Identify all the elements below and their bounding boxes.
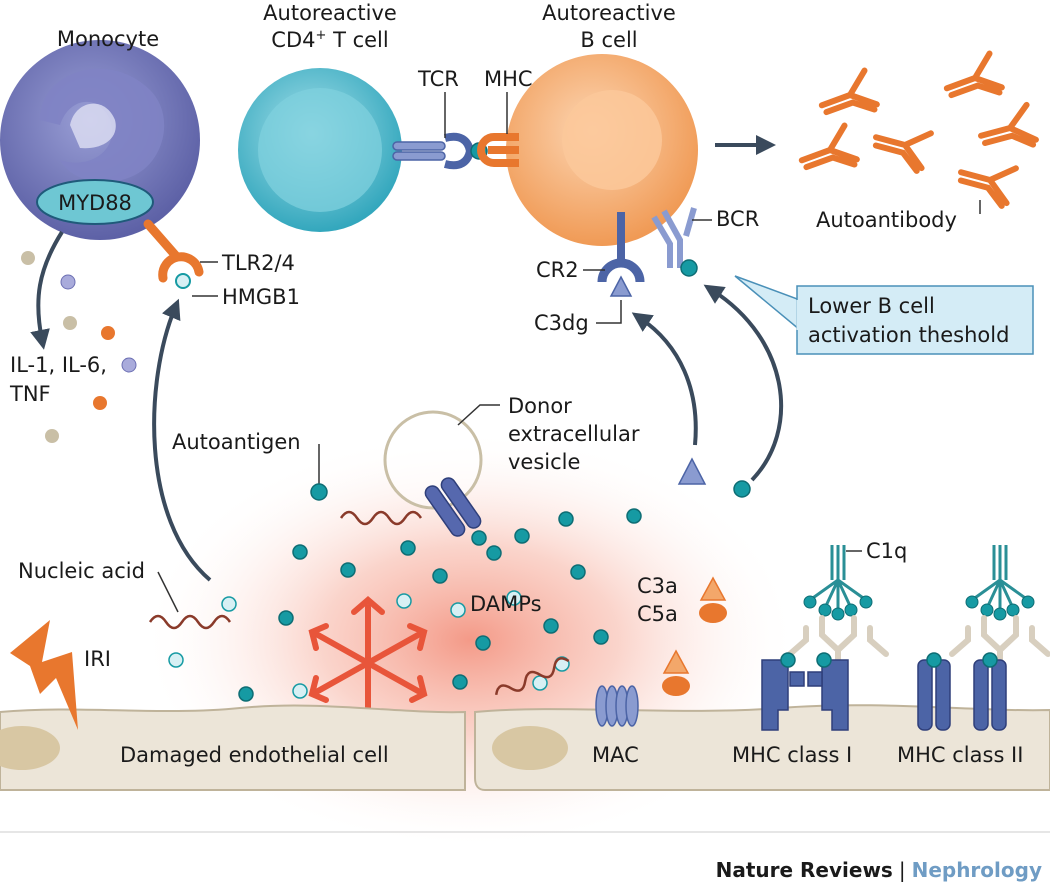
footer-section: Nephrology	[912, 858, 1042, 882]
footer-credit: Nature Reviews|Nephrology	[716, 858, 1042, 882]
hmgb1-dot	[175, 273, 191, 289]
tlr-receptor	[143, 219, 204, 289]
tlr-label: TLR2/4	[221, 251, 295, 275]
cytokine-label-2: TNF	[9, 382, 51, 406]
donor-leader	[457, 404, 500, 426]
nucleic-acid-strands	[148, 510, 570, 696]
autoantigen-label: Autoantigen	[172, 430, 301, 454]
monocyte-cell: MYD88	[0, 40, 200, 240]
iri-lightning-icon	[10, 620, 78, 730]
b-cell-label-1: Autoreactive	[542, 1, 676, 25]
mhc-class1	[761, 659, 849, 731]
bound-antibodies	[787, 615, 1050, 663]
donor-label-3: vesicle	[508, 450, 580, 474]
damaged-endothelial-cell	[0, 704, 466, 791]
c3a-label: C3a	[637, 574, 678, 598]
mhc2-label: MHC class II	[897, 743, 1023, 767]
mac-complex	[595, 685, 639, 727]
cytokine-label-1: IL-1, IL-6,	[10, 353, 107, 377]
cr2-label: CR2	[536, 258, 579, 282]
nucleic-acid-leader	[157, 571, 179, 613]
damp-teal-dots	[238, 508, 642, 702]
mac-label: MAC	[592, 743, 639, 767]
t-cell-label-cd4: CD4	[271, 28, 315, 52]
mhc1-peptide-left	[780, 652, 796, 668]
antigen-arrow	[703, 284, 784, 482]
tcr-label: TCR	[417, 67, 459, 91]
c5a-label: C5a	[637, 602, 678, 626]
t-cell-label-1: Autoreactive	[263, 1, 397, 25]
c3a-triangle	[699, 576, 727, 601]
bcr-receptor	[651, 207, 698, 277]
damaged-cell-nucleus	[0, 726, 60, 770]
vesicle-mhc	[424, 477, 487, 546]
myd88-label: MYD88	[58, 191, 132, 215]
mhc2-peptide-right	[982, 652, 998, 668]
donor-label-2: extracellular	[508, 422, 640, 446]
t-cell	[238, 68, 402, 232]
t-cell-label-rest: T cell	[326, 28, 388, 52]
mhc2-peptide-left	[926, 652, 942, 668]
damaged-cell-label: Damaged endothelial cell	[120, 743, 389, 767]
mhc1-peptide-right	[816, 652, 832, 668]
footer-journal: Nature Reviews	[716, 858, 893, 882]
callout-lower-threshold	[734, 275, 1034, 355]
donor-label-1: Donor	[508, 394, 572, 418]
b-cell	[506, 54, 698, 246]
callout-text-2: activation theshold	[808, 323, 1009, 347]
mhc1-label: MHC class I	[732, 743, 852, 767]
damp-to-tlr-arrow	[152, 298, 212, 582]
t-cell-label-2: CD4+ T cell	[271, 28, 388, 52]
cr2-receptor	[597, 212, 645, 297]
cytokine-arrow	[30, 230, 64, 350]
monocyte-label: Monocyte	[57, 27, 159, 51]
tcr-receptor	[392, 132, 488, 170]
nucleic-acid-label: Nucleic acid	[18, 559, 145, 583]
iri-label: IRI	[84, 647, 111, 671]
cytokine-dots	[21, 251, 137, 443]
damp-light-dots	[168, 590, 570, 699]
t-cell-label-sup: +	[315, 28, 326, 43]
b-cell-label-2: B cell	[580, 28, 637, 52]
c3dg-leader	[596, 300, 622, 324]
callout-text-1: Lower B cell	[808, 294, 935, 318]
free-c3dg-triangle	[677, 457, 707, 485]
mhc-class2	[917, 659, 1007, 731]
autoantigen-dot	[310, 483, 328, 501]
c3dg-label: C3dg	[534, 311, 589, 335]
c5a-ellipse	[699, 603, 727, 623]
c1q-class2	[965, 545, 1035, 621]
free-c3a-triangle	[662, 649, 690, 674]
damps-label: DAMPs	[470, 592, 542, 616]
c3dg-arrow	[631, 312, 698, 446]
autoantibody-label: Autoantibody	[816, 208, 957, 232]
hmgb1-label: HMGB1	[222, 285, 300, 309]
autoantibodies	[798, 50, 1039, 209]
free-antigen-dot	[733, 480, 751, 498]
footer-separator: |	[899, 858, 906, 882]
healthy-cell-nucleus	[492, 726, 568, 770]
bcr-antigen-dot	[680, 259, 698, 277]
bcr-label: BCR	[716, 207, 759, 231]
c3dg-triangle	[609, 275, 633, 297]
c1q-class1	[803, 545, 873, 621]
c1q-label: C1q	[866, 539, 907, 563]
free-c5a-ellipse	[662, 676, 690, 696]
mhc-receptor	[477, 133, 519, 167]
myd88-node	[36, 179, 154, 225]
mhc-label: MHC	[484, 67, 533, 91]
